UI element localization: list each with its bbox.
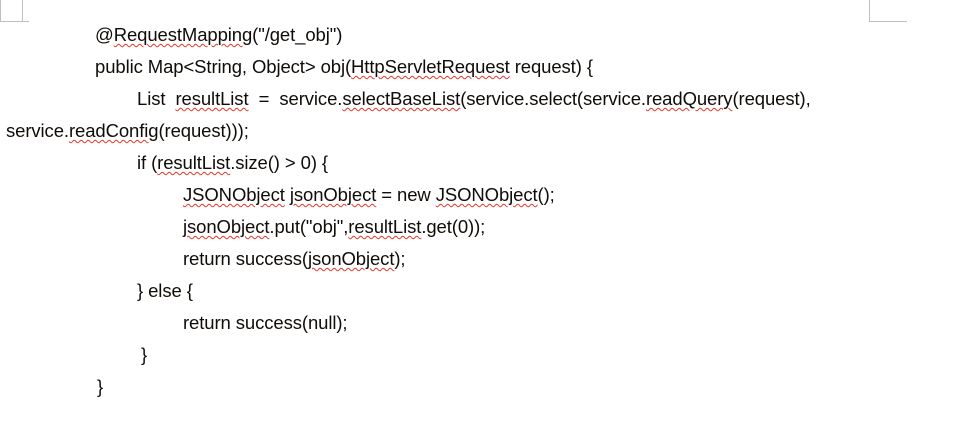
code-line[interactable]: List resultList = service.selectBaseList… xyxy=(0,83,955,115)
code-token: (request))); xyxy=(158,120,249,141)
code-token: return success( xyxy=(183,248,308,269)
code-token: service. xyxy=(6,120,69,141)
code-line[interactable]: } xyxy=(0,371,955,403)
misspelled-token[interactable]: RequestMapping xyxy=(113,24,253,45)
code-token: } else { xyxy=(137,280,193,301)
code-block[interactable]: @RequestMapping("/get_obj")public Map<St… xyxy=(0,19,955,403)
code-line[interactable]: return success(jsonObject); xyxy=(0,243,955,275)
code-token: } xyxy=(141,344,148,365)
misspelled-token[interactable]: readQuery xyxy=(645,88,733,109)
code-token: (); xyxy=(537,184,555,205)
code-token: ("/get_obj") xyxy=(252,24,343,45)
code-token: (service.select(service. xyxy=(460,88,646,109)
code-line[interactable]: } else { xyxy=(0,275,955,307)
misspelled-token[interactable]: HttpServletRequest xyxy=(351,56,510,77)
code-token: public Map<String, Object> obj( xyxy=(95,56,352,77)
code-line[interactable]: public Map<String, Object> obj(HttpServl… xyxy=(0,51,955,83)
code-token: if ( xyxy=(137,152,158,173)
misspelled-token[interactable]: jsonObject xyxy=(289,184,377,205)
misspelled-token[interactable]: readConfig xyxy=(68,120,159,141)
code-token: .size() > 0) { xyxy=(230,152,328,173)
code-token: = service. xyxy=(248,88,343,109)
code-line[interactable]: if (resultList.size() > 0) { xyxy=(0,147,955,179)
code-token: return success(null); xyxy=(183,312,348,333)
code-token: = new xyxy=(376,184,436,205)
misspelled-token[interactable]: jsonObject xyxy=(307,248,395,269)
misspelled-token[interactable]: resultList xyxy=(348,216,422,237)
top-left-margin-mark xyxy=(0,0,29,22)
code-token: (request), xyxy=(732,88,811,109)
misspelled-token[interactable]: resultList xyxy=(157,152,231,173)
code-token: .put("obj", xyxy=(269,216,349,237)
code-line[interactable]: return success(null); xyxy=(0,307,955,339)
misspelled-token[interactable]: JSONObject xyxy=(435,184,538,205)
code-line[interactable]: } xyxy=(0,339,955,371)
code-token: .get(0)); xyxy=(421,216,486,237)
code-token: ); xyxy=(394,248,406,269)
code-token: List xyxy=(137,88,176,109)
code-line[interactable]: @RequestMapping("/get_obj") xyxy=(0,19,955,51)
misspelled-token[interactable]: jsonObject xyxy=(183,216,270,237)
misspelled-token[interactable]: resultList xyxy=(175,88,249,109)
code-token: } xyxy=(97,376,104,397)
top-right-margin-mark xyxy=(869,0,907,22)
code-line[interactable]: service.readConfig(request))); xyxy=(0,115,955,147)
misspelled-token[interactable]: selectBaseList xyxy=(342,88,461,109)
code-line[interactable]: JSONObject jsonObject = new JSONObject()… xyxy=(0,179,955,211)
code-token: @ xyxy=(95,24,114,45)
code-token: request) { xyxy=(509,56,593,77)
code-line[interactable]: jsonObject.put("obj",resultList.get(0)); xyxy=(0,211,955,243)
misspelled-token[interactable]: JSONObject xyxy=(183,184,285,205)
